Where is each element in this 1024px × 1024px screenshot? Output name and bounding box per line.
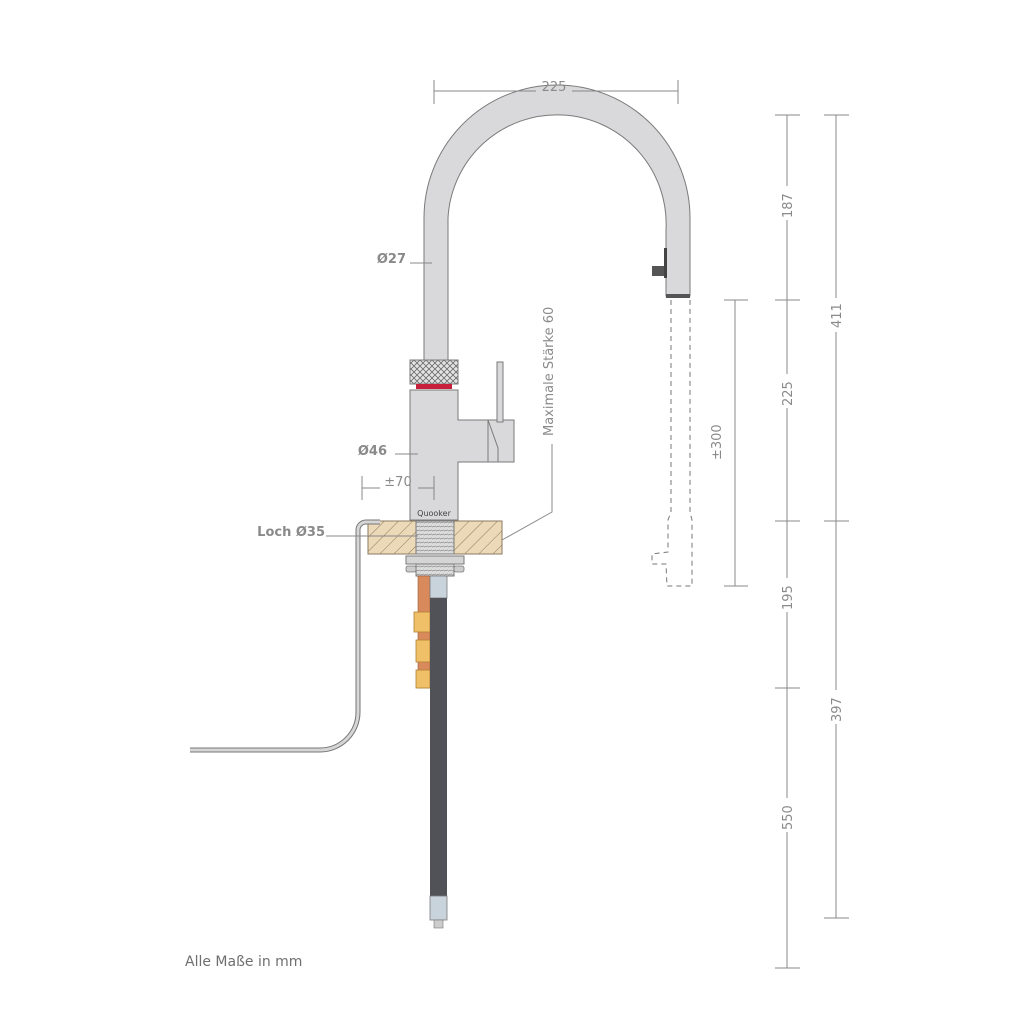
svg-text:±300: ±300 xyxy=(710,424,725,460)
max-thickness-label: Maximale Stärke 60 xyxy=(542,307,557,436)
svg-text:550: 550 xyxy=(781,805,796,830)
body-diameter-label: Ø46 xyxy=(358,444,387,459)
hose-cap xyxy=(429,895,448,921)
pullout-dimension xyxy=(724,299,748,587)
svg-text:225: 225 xyxy=(542,80,567,95)
pullout-hose-outline xyxy=(651,300,693,587)
height-dimensions-right xyxy=(824,114,849,919)
threaded-shank xyxy=(415,520,455,555)
mounting-plate xyxy=(405,555,465,565)
svg-text:225: 225 xyxy=(781,381,796,406)
spout-diameter-label: Ø27 xyxy=(377,252,406,267)
lever-handle xyxy=(496,361,504,423)
svg-text:195: 195 xyxy=(781,585,796,610)
hot-indicator-ring xyxy=(416,384,452,389)
knurled-ring xyxy=(409,359,459,385)
reach-dimension xyxy=(433,80,679,104)
units-footnote: Alle Maße in mm xyxy=(185,954,303,970)
brass-fittings xyxy=(413,611,431,689)
spout xyxy=(423,84,691,361)
spray-button-icon xyxy=(652,266,666,276)
hole-label: Loch Ø35 xyxy=(257,525,325,540)
power-cable xyxy=(190,519,380,753)
svg-text:397: 397 xyxy=(830,697,845,722)
hose xyxy=(430,598,447,896)
svg-text:411: 411 xyxy=(830,303,845,328)
svg-text:187: 187 xyxy=(781,193,796,218)
handle-offset-label: ±70 xyxy=(384,475,411,490)
brand-logo: Quooker xyxy=(417,509,451,518)
height-dimensions-left xyxy=(775,114,800,969)
